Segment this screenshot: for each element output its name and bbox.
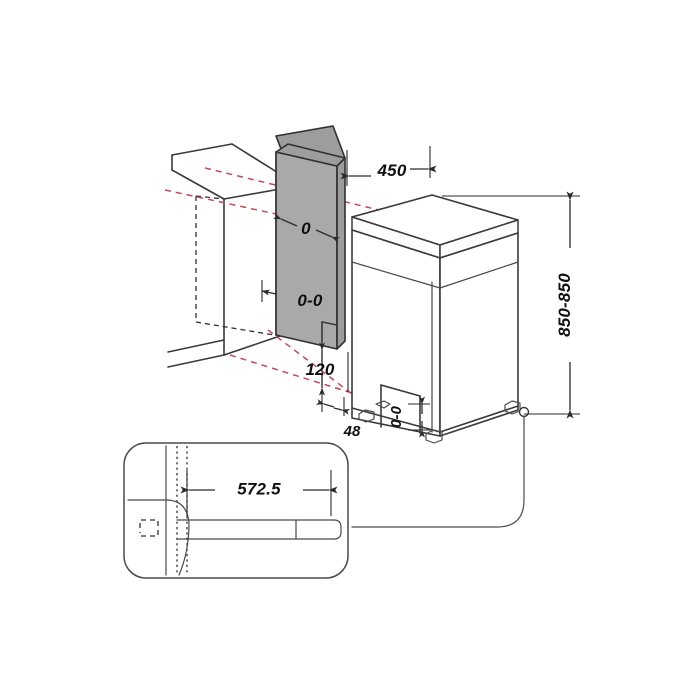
- dimension-height-850: 850-850: [442, 191, 580, 419]
- dimension-label-panel-width: 0: [301, 219, 311, 238]
- dimension-label-572-5: 572.5: [237, 479, 281, 498]
- dimension-offset-120: 120: [306, 342, 349, 396]
- axis-line-lower-left: [267, 329, 361, 401]
- axis-line-left: [164, 189, 277, 215]
- cabinet-surround-wireframe: [167, 143, 281, 368]
- plan-view-detail: 572.5: [123, 442, 349, 579]
- dimension-base-vertical: 0-0: [388, 396, 430, 438]
- dimension-label-48: 48: [343, 423, 361, 440]
- dimension-width-450: 450: [340, 146, 437, 186]
- dimension-panel-width: 0: [272, 213, 341, 243]
- dimension-panel-height: 0-0: [261, 280, 323, 310]
- dimension-label-120: 120: [306, 360, 335, 379]
- shaded-door-panel: [275, 125, 346, 350]
- dimension-label-850: 850-850: [555, 273, 574, 337]
- dimension-label-450: 450: [377, 161, 407, 180]
- leader-line-to-detail: [351, 415, 525, 528]
- dimension-label-base-vertical: 0-0: [388, 406, 405, 428]
- detail-inset-frame: [123, 442, 349, 579]
- dimension-clearance-48: 48: [315, 390, 361, 440]
- dimension-label-panel-height: 0-0: [297, 291, 323, 310]
- dishwasher-body: [351, 194, 530, 444]
